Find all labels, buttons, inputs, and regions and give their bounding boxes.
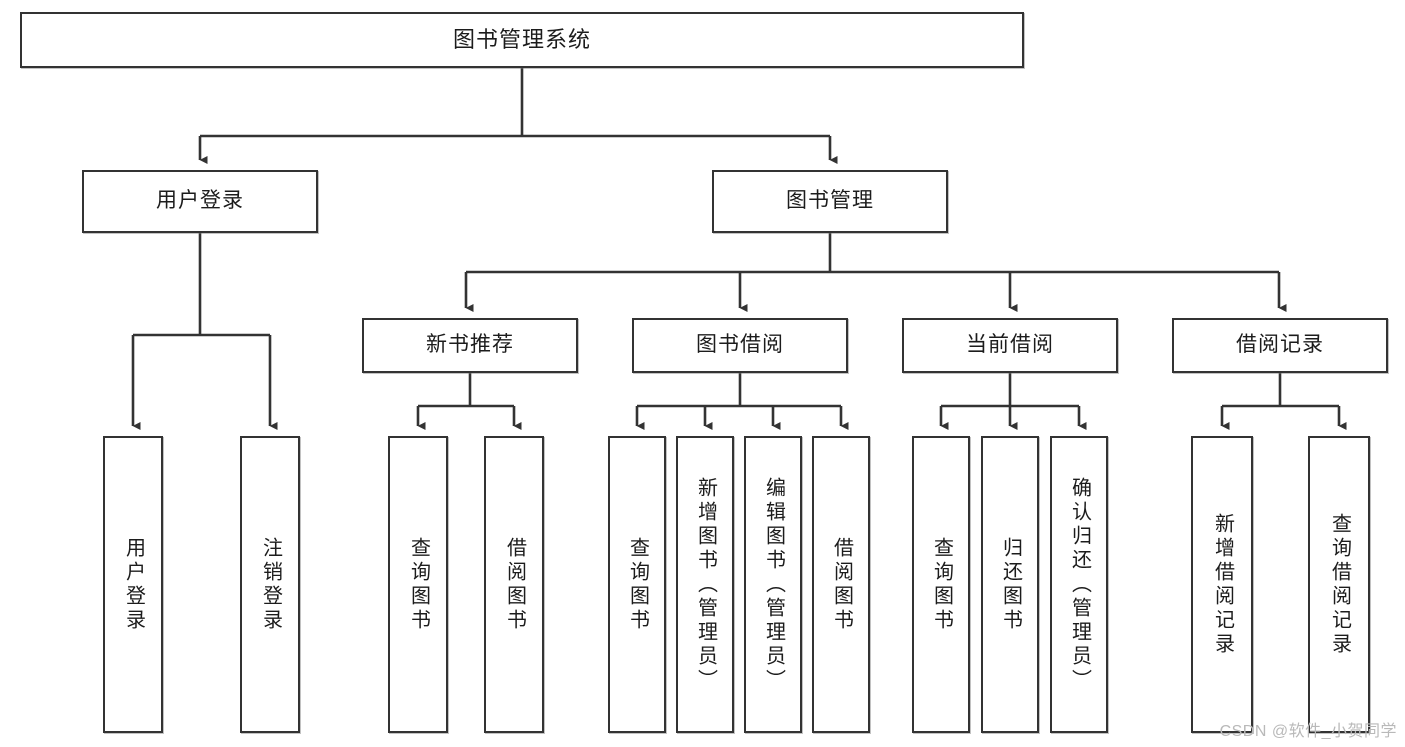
node-new-book-recommend[interactable]: 新书推荐: [362, 318, 578, 373]
node-leaf-borrow-edit-book-admin[interactable]: 编辑图书（管理员）: [744, 436, 802, 733]
node-current-borrow[interactable]: 当前借阅: [902, 318, 1118, 373]
node-label: 归还图书: [999, 536, 1022, 633]
node-book-management[interactable]: 图书管理: [712, 170, 948, 233]
node-leaf-record-add-record[interactable]: 新增借阅记录: [1191, 436, 1253, 733]
node-label: 编辑图书（管理员）: [762, 476, 785, 693]
node-label: 借阅图书: [503, 536, 526, 633]
node-label: 借阅图书: [830, 536, 853, 633]
node-label: 新增借阅记录: [1211, 512, 1234, 657]
node-leaf-borrow-add-book-admin[interactable]: 新增图书（管理员）: [676, 436, 734, 733]
node-root-book-management-system[interactable]: 图书管理系统: [20, 12, 1024, 68]
watermark-csdn: CSDN @软件_小贺同学: [1219, 723, 1397, 740]
node-label: 新增图书（管理员）: [694, 476, 717, 693]
node-book-borrow[interactable]: 图书借阅: [632, 318, 848, 373]
node-label: 新书推荐: [426, 333, 514, 357]
node-borrow-record[interactable]: 借阅记录: [1172, 318, 1388, 373]
node-label: 借阅记录: [1236, 333, 1324, 357]
node-label: 查询借阅记录: [1328, 512, 1351, 657]
node-label: 查询图书: [930, 536, 953, 633]
node-leaf-current-return-book[interactable]: 归还图书: [981, 436, 1039, 733]
node-leaf-current-query-book[interactable]: 查询图书: [912, 436, 970, 733]
node-label: 确认归还（管理员）: [1068, 476, 1091, 693]
node-leaf-current-confirm-return-admin[interactable]: 确认归还（管理员）: [1050, 436, 1108, 733]
node-label: 注销登录: [259, 536, 282, 633]
node-label: 图书管理系统: [452, 27, 591, 53]
node-user-login[interactable]: 用户登录: [82, 170, 318, 233]
node-label: 查询图书: [407, 536, 430, 633]
node-label: 用户登录: [122, 536, 145, 633]
node-leaf-user-login-logout[interactable]: 注销登录: [240, 436, 300, 733]
node-leaf-newbook-query-book[interactable]: 查询图书: [388, 436, 448, 733]
node-leaf-borrow-borrow-book[interactable]: 借阅图书: [812, 436, 870, 733]
node-label: 图书借阅: [696, 333, 784, 357]
node-label: 当前借阅: [966, 333, 1054, 357]
node-label: 用户登录: [156, 189, 244, 213]
node-leaf-record-query-record[interactable]: 查询借阅记录: [1308, 436, 1370, 733]
node-label: 查询图书: [626, 536, 649, 633]
node-leaf-user-login-login[interactable]: 用户登录: [103, 436, 163, 733]
node-leaf-borrow-query-book[interactable]: 查询图书: [608, 436, 666, 733]
node-leaf-newbook-borrow-book[interactable]: 借阅图书: [484, 436, 544, 733]
node-label: 图书管理: [786, 189, 874, 213]
